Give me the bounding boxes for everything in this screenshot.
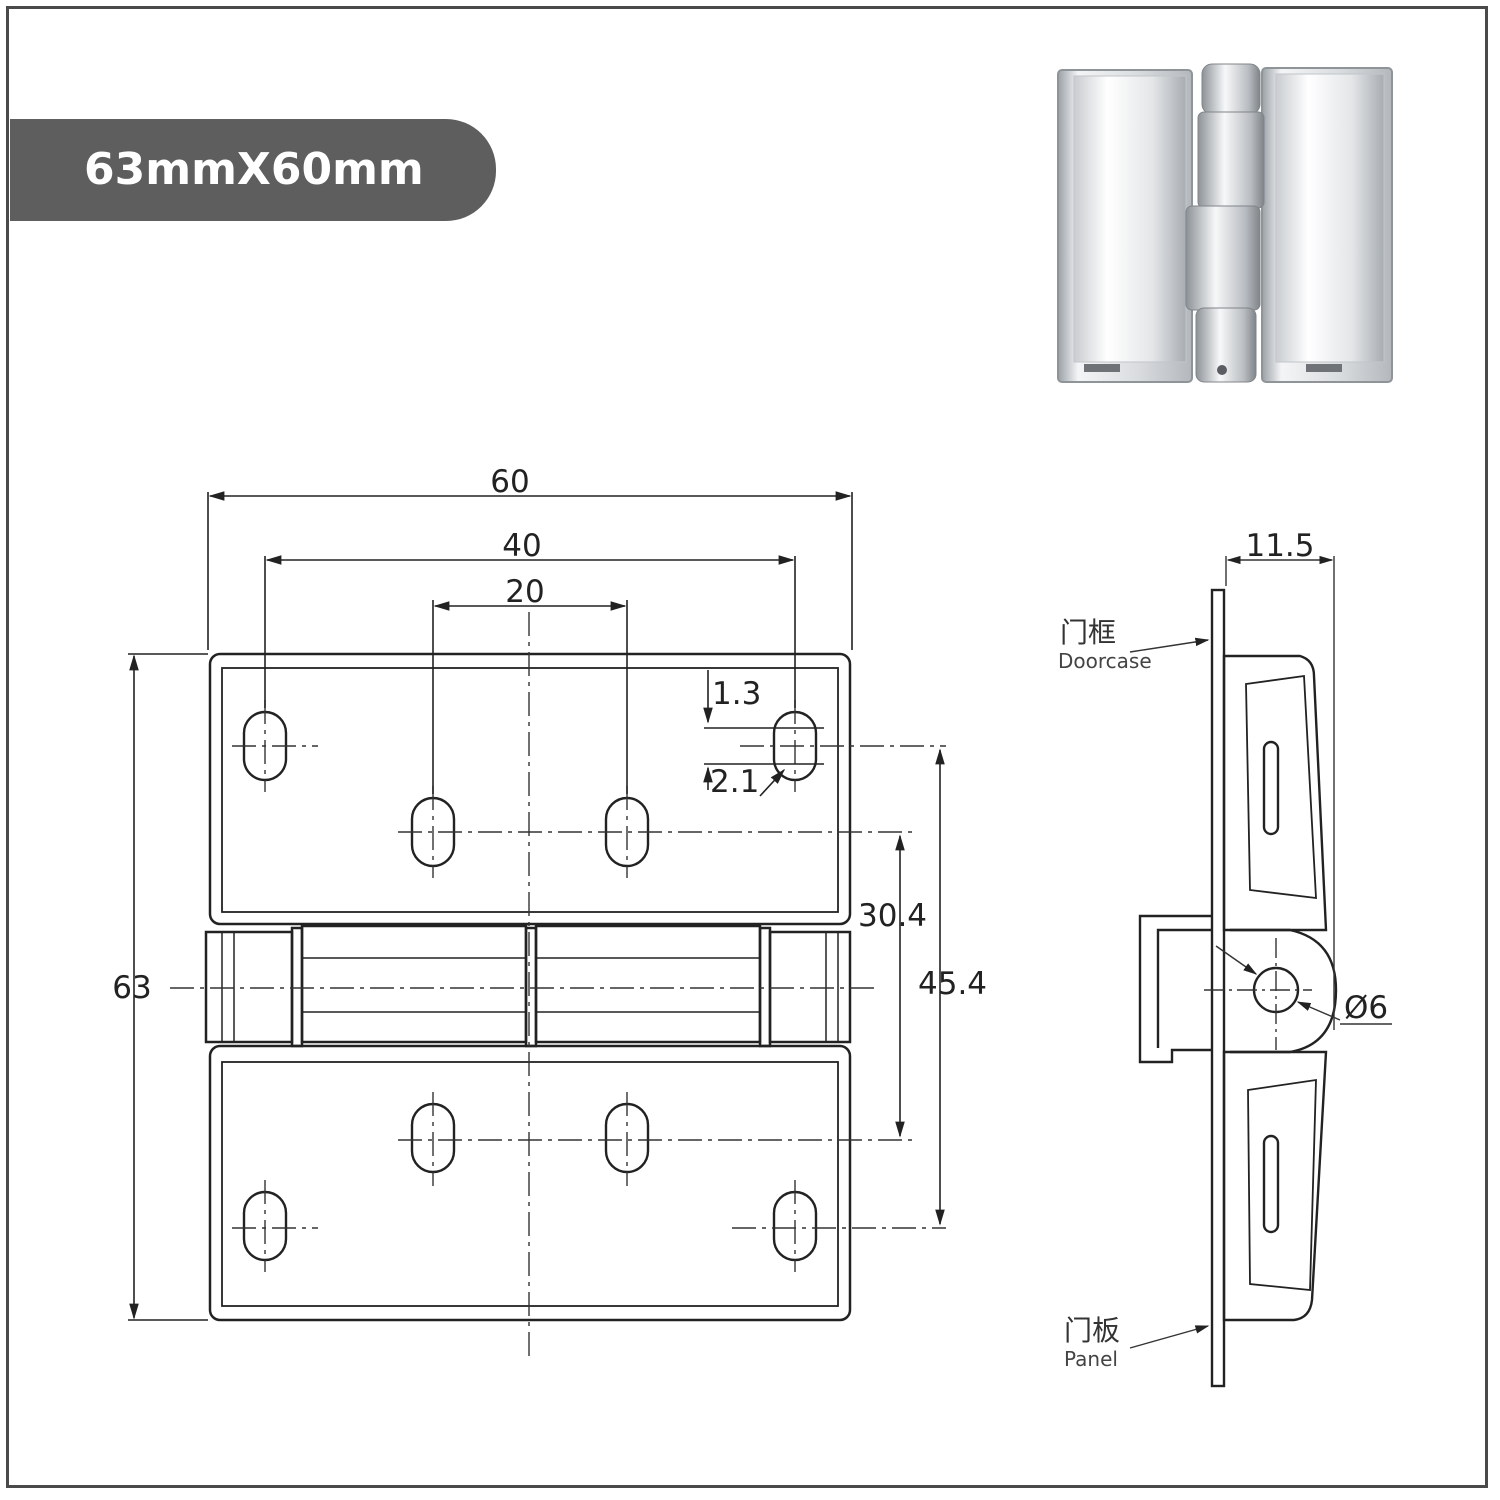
dim-outer-row-spacing: 45.4 (918, 966, 987, 1002)
outer-frame (6, 6, 1488, 1488)
doorcase-label-cn: 门框 (1060, 616, 1116, 649)
dim-inner-row-spacing: 30.4 (858, 898, 927, 934)
dim-pin-diameter: Ø6 (1344, 990, 1388, 1026)
dim-outer-hole-spacing: 40 (502, 528, 541, 564)
hinge-front-view (204, 652, 852, 1322)
hinge-side-view (1138, 588, 1338, 1388)
side-view-centre-lines (1129, 555, 1392, 1349)
dim-overall-height: 63 (112, 970, 151, 1006)
dim-slot-offset: 1.3 (712, 676, 761, 712)
dim-overall-width: 60 (490, 464, 529, 500)
doorcase-label-en: Doorcase (1058, 649, 1152, 673)
panel-label-en: Panel (1064, 1347, 1118, 1371)
centre-lines (170, 612, 946, 1360)
dimension-lines (128, 491, 945, 1321)
dim-depth: 11.5 (1245, 528, 1314, 564)
dim-slot-width: 2.1 (710, 764, 759, 800)
panel-label-cn: 门板 (1064, 1314, 1120, 1347)
dim-inner-hole-spacing: 20 (505, 574, 544, 610)
hinge-product-photo (1057, 63, 1393, 383)
size-tag: 63mmX60mm (10, 119, 496, 221)
